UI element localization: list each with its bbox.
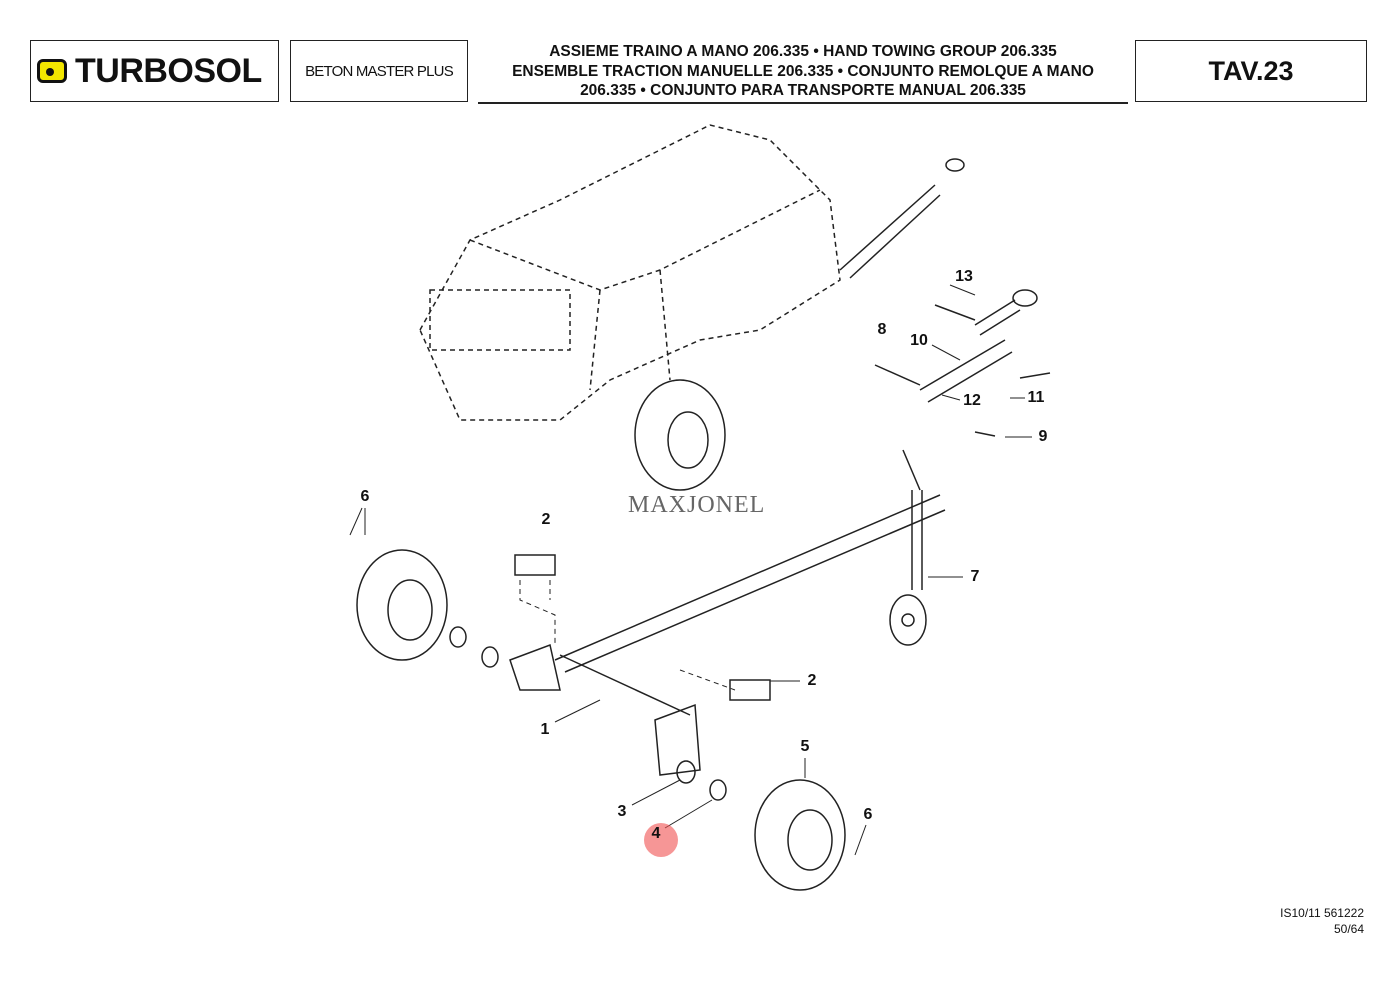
doc-code: IS10/11 561222 xyxy=(1280,906,1364,920)
callout-6: 6 xyxy=(863,806,873,823)
callout-3: 3 xyxy=(617,803,627,820)
footer: IS10/11 561222 50/64 xyxy=(1280,905,1364,937)
tow-bar xyxy=(839,158,965,279)
callout-8: 8 xyxy=(877,321,887,338)
callout-4: 4 xyxy=(651,825,661,842)
brackets xyxy=(514,554,771,701)
callout-10: 10 xyxy=(910,332,928,349)
title-line: 206.335 • CONJUNTO PARA TRANSPORTE MANUA… xyxy=(580,82,1026,99)
dashed-guides xyxy=(519,580,736,691)
callout-7: 7 xyxy=(970,568,980,585)
wheels xyxy=(356,549,846,891)
title-line: ASSIEME TRAINO A MANO 206.335 • HAND TOW… xyxy=(549,43,1057,60)
callout-2: 2 xyxy=(541,511,551,528)
callout-5: 5 xyxy=(800,738,810,755)
drawbar-parts xyxy=(874,289,1051,437)
machine-body xyxy=(419,124,841,421)
jockey-wheel xyxy=(889,449,927,646)
table-code: TAV.23 xyxy=(1135,40,1367,102)
page-number: 50/64 xyxy=(1333,922,1364,936)
leader-lines xyxy=(349,284,1032,856)
callout-13: 13 xyxy=(955,268,973,285)
turbosol-logo-icon xyxy=(37,59,67,83)
callout-1: 1 xyxy=(540,721,550,738)
title-line: ENSEMBLE TRACTION MANUELLE 206.335 • CON… xyxy=(512,62,1094,80)
callout-2: 2 xyxy=(807,672,817,689)
callout-9: 9 xyxy=(1038,428,1048,445)
callout-11: 11 xyxy=(1027,389,1045,406)
machine-wheel xyxy=(634,379,726,491)
callout-12: 12 xyxy=(963,392,981,409)
axle-frame xyxy=(509,494,946,776)
watermark: MAXJONEL xyxy=(628,492,766,518)
turbosol-logo: TURBOSOL xyxy=(30,40,279,102)
drawing-title: ASSIEME TRAINO A MANO 206.335 • HAND TOW… xyxy=(478,42,1128,104)
logo-text: TURBOSOL xyxy=(75,51,262,90)
model-name: BETON MASTER PLUS xyxy=(290,40,468,102)
callout-6: 6 xyxy=(360,488,370,505)
highlight-marker[interactable] xyxy=(644,823,678,857)
